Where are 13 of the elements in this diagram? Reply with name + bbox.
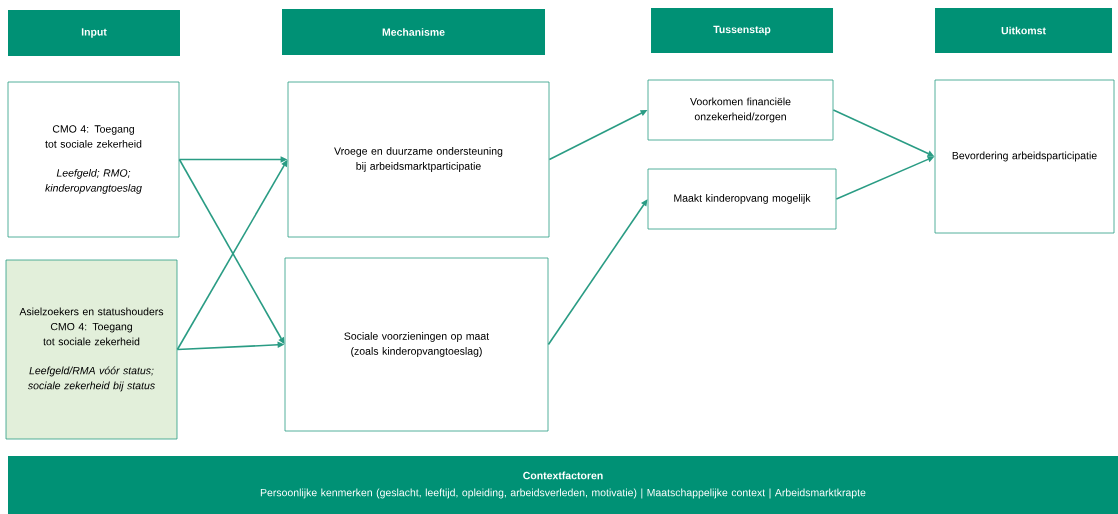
input-box: Asielzoekers en statushouders CMO 4: Toegang tot sociale zekerheid Leefgeld/RMA vóór status; sociale zekerheid bij status — [5, 259, 178, 440]
column-header: Tussenstap — [651, 8, 833, 53]
column-header: Mechanisme — [282, 9, 545, 55]
column-header: Uitkomst — [935, 8, 1112, 53]
arrow — [547, 199, 648, 346]
process-box: CMO 4: Toegang tot sociale zekerheid Leefgeld; RMO; kinderopvangtoeslag — [7, 81, 180, 238]
process-box: Maakt kinderopvang mogelijk — [647, 168, 837, 230]
column-header: Input — [8, 10, 180, 56]
process-box: Voorkomen financiële onzekerheid/zorgen — [647, 79, 834, 141]
context-banner: Contextfactoren Persoonlijke kenmerken (geslacht, leeftijd, opleiding, arbeidsverleden, motivatie) | Maatschappelijke context | Arbeidsmarktkrapte — [8, 456, 1118, 514]
process-box: Bevordering arbeidsparticipatie — [934, 79, 1115, 234]
process-box: Vroege en duurzame ondersteuning bij arbeidsmarktparticipatie — [287, 81, 550, 238]
process-box: Sociale voorzieningen op maat (zoals kinderopvangtoeslag) — [284, 257, 549, 432]
